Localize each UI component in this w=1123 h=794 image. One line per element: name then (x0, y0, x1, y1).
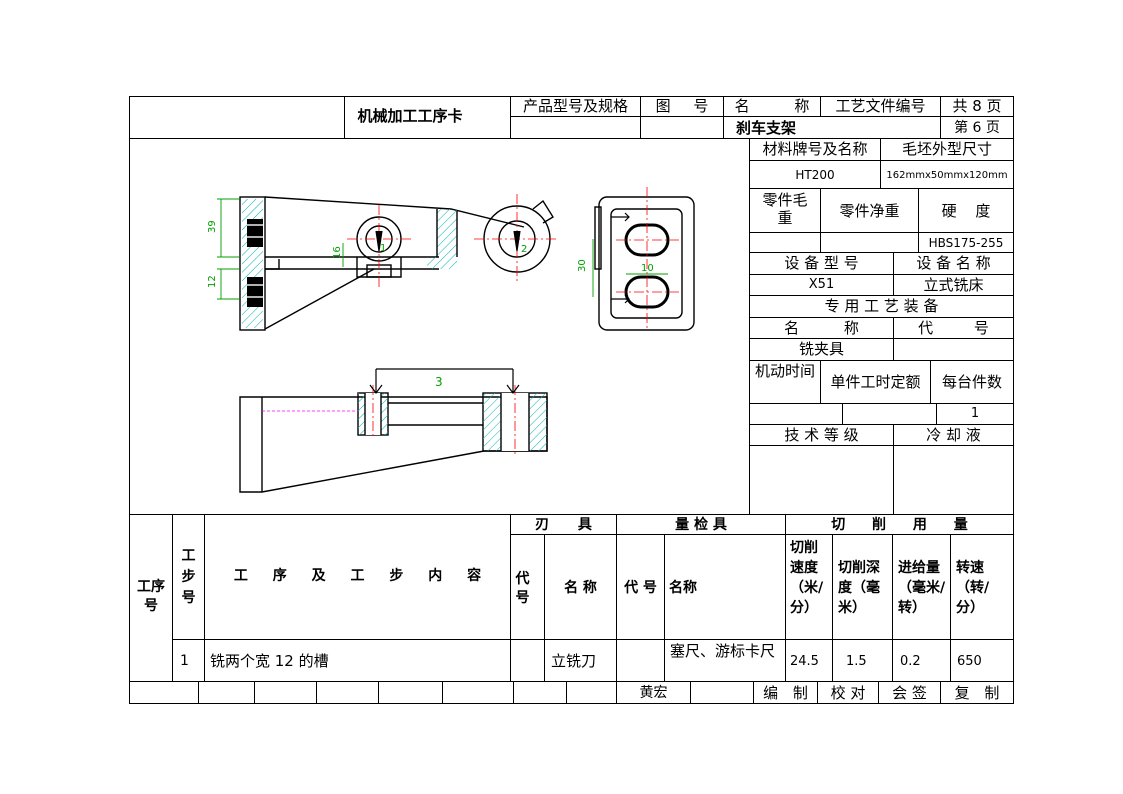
unit-time-label: 单件工时定额 (830, 373, 921, 391)
coolant-label: 冷 却 液 (926, 426, 981, 444)
drawing-no-label: 图 号 (655, 97, 709, 115)
author-name: 黄宏 (639, 685, 668, 701)
tech-grade-label: 技 术 等 级 (784, 426, 859, 444)
cutting-label: 切 削 用 量 (831, 517, 968, 533)
dim-10: 10 (641, 263, 654, 274)
top-view (239, 368, 548, 493)
dim-16: 16 (332, 246, 343, 259)
gauge-name: 塞尺、游标卡尺 (670, 642, 776, 660)
rpm-label: 转速（转/分） (956, 560, 990, 616)
step-no: 1 (180, 653, 189, 669)
per-unit-label: 每台件数 (941, 373, 1002, 391)
card-title: 机械加工工序卡 (357, 107, 463, 125)
equip-name-label: 设 备 名 称 (916, 254, 991, 272)
dim-30: 30 (577, 259, 588, 272)
tool-code-label: 代 号 (918, 319, 989, 337)
name-label: 名 称 (734, 97, 810, 115)
per-unit-value: 1 (970, 406, 980, 421)
fixture-value: 铣夹具 (798, 340, 844, 358)
material-label: 材料牌号及名称 (762, 140, 868, 158)
doc-no-label: 工艺文件编号 (835, 97, 926, 115)
cutting-speed: 24.5 (790, 654, 819, 669)
gauge-code-label: 代 号 (624, 580, 657, 596)
material-value: HT200 (795, 168, 835, 182)
countersign-label: 会 签 (892, 684, 927, 702)
machine-time-label: 机动时间 (755, 362, 816, 380)
review-label: 复 制 (954, 684, 1000, 702)
dim-12: 12 (207, 275, 218, 288)
page-no: 第 6 页 (954, 120, 1000, 136)
mark-1: 1 (380, 243, 386, 254)
spindle-rpm: 650 (957, 654, 982, 669)
part-name: 刹车支架 (736, 119, 797, 137)
step-content: 铣两个宽 12 的槽 (210, 652, 329, 670)
cutter-name: 立铣刀 (551, 652, 597, 670)
feed-label: 进给量（毫米/转） (898, 560, 946, 616)
total-pages: 共 8 页 (952, 97, 1002, 115)
gauge-name-label: 名称 (669, 580, 697, 596)
speed-label: 切削速度（米/分） (790, 540, 824, 616)
net-weight-label: 零件净重 (839, 202, 900, 220)
tool-name-label: 名 称 (784, 319, 859, 337)
cutter-name-label: 名 称 (564, 580, 597, 596)
dim-39: 39 (207, 220, 218, 233)
cutter-code-label: 代号 (515, 571, 530, 606)
content-label: 工 序 及 工 步 内 容 (233, 568, 482, 584)
feed-rate: 0.2 (900, 654, 921, 669)
hardness-label: 硬 度 (941, 202, 991, 220)
product-model-label: 产品型号及规格 (522, 97, 628, 115)
blank-size-value: 162mmx50mmx120mm (886, 170, 1008, 181)
hardness-value: HBS175-255 (928, 236, 1004, 250)
mark-2: 2 (521, 244, 527, 255)
gross-weight-label: 零件毛重 (762, 191, 808, 227)
gauge-label: 量 检 具 (675, 517, 727, 533)
side-view (592, 187, 695, 331)
blank-size-label: 毛坯外型尺寸 (901, 140, 992, 158)
equip-model-label: 设 备 型 号 (784, 254, 859, 272)
depth-label: 切削深度（毫米） (838, 560, 880, 616)
equip-name-value: 立式铣床 (923, 276, 984, 294)
cutting-depth: 1.5 (846, 654, 867, 669)
op-no-label: 工序号 (137, 579, 165, 614)
equip-model-value: X51 (808, 277, 835, 292)
check-label: 校 对 (830, 684, 866, 702)
step-no-label: 工步号 (181, 548, 196, 606)
front-view (217, 194, 559, 331)
compile-label: 编 制 (763, 684, 808, 702)
dim-3: 3 (435, 375, 443, 389)
part-drawing: 39 12 16 1 2 (207, 187, 695, 493)
special-equip-label: 专 用 工 艺 装 备 (824, 297, 939, 315)
cutter-label: 刃 具 (535, 517, 592, 533)
